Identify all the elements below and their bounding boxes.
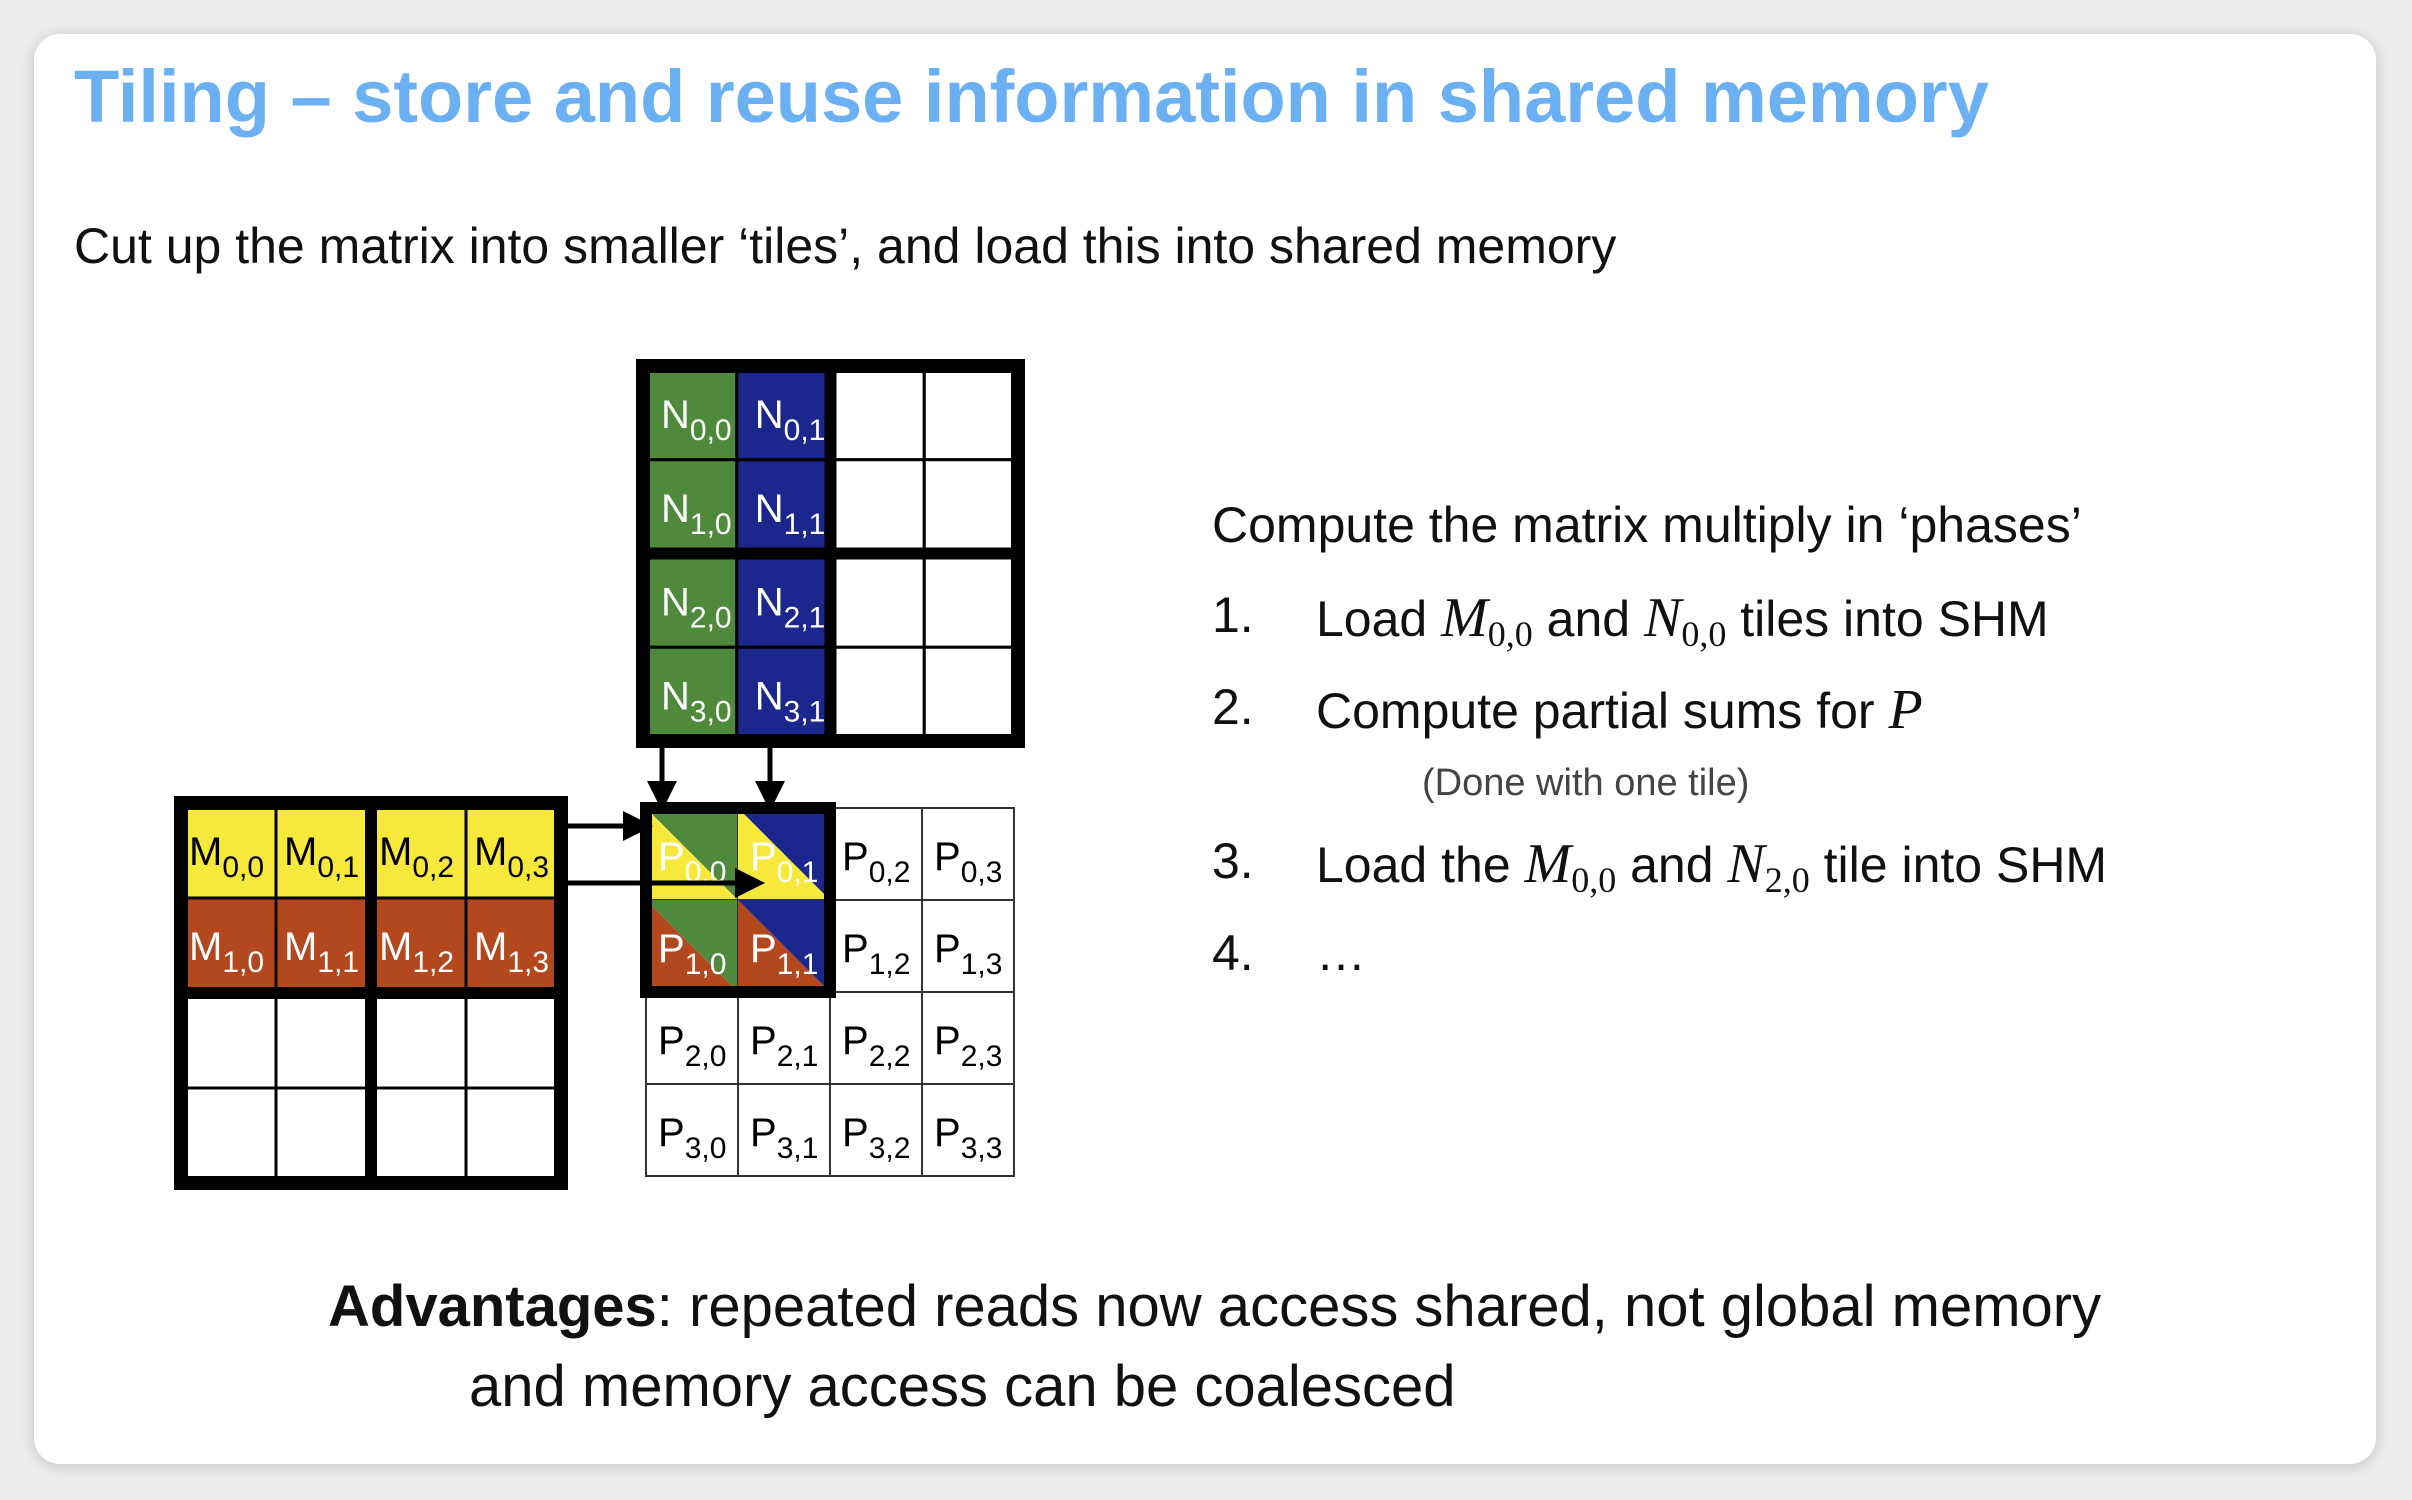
p-cell-label: P1,0 [658, 927, 726, 981]
p-matrix-cell [737, 991, 831, 1085]
m-cell-label: M0,3 [474, 830, 549, 884]
p-cell-label: P2,2 [842, 1019, 910, 1073]
m-matrix-border [174, 796, 568, 1190]
p-matrix-cell [645, 1083, 739, 1177]
n-matrix-cell [922, 364, 1020, 462]
m-cell-label: M0,0 [189, 830, 264, 884]
n-matrix-cell [829, 364, 926, 462]
advantages-line-2: and memory access can be coalesced [469, 1354, 1456, 1419]
p-cell-label: P2,1 [750, 1019, 818, 1073]
m-matrix-cell [274, 991, 373, 1090]
step-number: 2. [1212, 679, 1254, 735]
step-text: Compute partial sums for P [1316, 679, 1923, 741]
n-cell-label: N3,1 [755, 674, 826, 728]
p-matrix-cell [921, 1083, 1015, 1177]
m-cell-label: M1,2 [379, 925, 454, 979]
p-cell-label: P3,1 [750, 1111, 818, 1165]
n-matrix-border [636, 359, 1025, 748]
advantages-line-1: Advantages: repeated reads now access sh… [328, 1274, 2102, 1339]
m-matrix-cell [179, 1086, 278, 1185]
step-number: 1. [1212, 587, 1254, 643]
n-cell-label: N0,1 [755, 393, 826, 447]
step-number: 4. [1212, 925, 1254, 981]
p-cell-label: P0,3 [934, 835, 1002, 889]
n-matrix-cell [922, 458, 1020, 555]
m-matrix-cell [464, 991, 563, 1090]
p-cell-label: P2,3 [934, 1019, 1002, 1073]
p-cell-label: P1,3 [934, 927, 1002, 981]
n-cell-label: N3,0 [661, 674, 732, 728]
p-cell-label: P0,2 [842, 835, 910, 889]
p-cell-label: P3,2 [842, 1111, 910, 1165]
m-cell-label: M1,1 [284, 925, 359, 979]
m-matrix-cell [464, 1086, 563, 1185]
m-cell-label: M1,0 [189, 925, 264, 979]
n-cell-label: N2,1 [755, 581, 826, 635]
step-text: … [1316, 925, 1366, 981]
step-text: Load the M0,0 and N2,0 tile into SHM [1316, 833, 2108, 900]
p-cell-upper-triangle [646, 900, 738, 992]
p-matrix-cell [921, 807, 1015, 901]
p-cell-upper-triangle [738, 900, 830, 992]
n-matrix-cell [829, 645, 926, 743]
steps-heading: Compute the matrix multiply in ‘phases’ [1212, 497, 2082, 553]
slide-subtitle: Cut up the matrix into smaller ‘tiles’, … [74, 218, 1617, 274]
n-matrix-cell [829, 458, 926, 555]
p-cell-label: P2,0 [658, 1019, 726, 1073]
step-number: 3. [1212, 833, 1254, 889]
m-matrix-cell [369, 1086, 468, 1185]
n-cell-label: N1,0 [661, 487, 732, 541]
n-matrix-cell [829, 552, 926, 649]
n-matrix-cell [641, 458, 739, 555]
m-cell-label: M0,2 [379, 830, 454, 884]
p-cell-label: P3,0 [658, 1111, 726, 1165]
n-matrix-cell [735, 552, 832, 649]
slide-card [34, 34, 2376, 1464]
p-cell-label: P3,3 [934, 1111, 1002, 1165]
n-matrix-cell [922, 552, 1020, 649]
p-cell-upper-triangle [646, 808, 738, 900]
n-cell-label: N1,1 [755, 487, 826, 541]
m-cell-label: M1,3 [474, 925, 549, 979]
m-cell-label: M0,1 [284, 830, 359, 884]
n-cell-label: N0,0 [661, 393, 732, 447]
p-matrix-cell [645, 991, 739, 1085]
m-matrix-cell [274, 1086, 373, 1185]
p-cell-upper-triangle [738, 808, 830, 900]
p-tile-border [640, 802, 836, 998]
m-matrix-cell [369, 991, 468, 1090]
step-2-note: (Done with one tile) [1422, 762, 1750, 804]
p-cell-label: P1,1 [750, 927, 818, 981]
n-cell-label: N2,0 [661, 581, 732, 635]
n-matrix-cell [922, 645, 1020, 743]
step-text: Load M0,0 and N0,0 tiles into SHM [1316, 587, 2049, 654]
p-matrix-cell [921, 991, 1015, 1085]
slide-title: Tiling – store and reuse information in … [74, 55, 1989, 138]
m-matrix-cell [179, 991, 278, 1090]
p-cell-label: P1,2 [842, 927, 910, 981]
p-matrix-cell [829, 1083, 923, 1177]
